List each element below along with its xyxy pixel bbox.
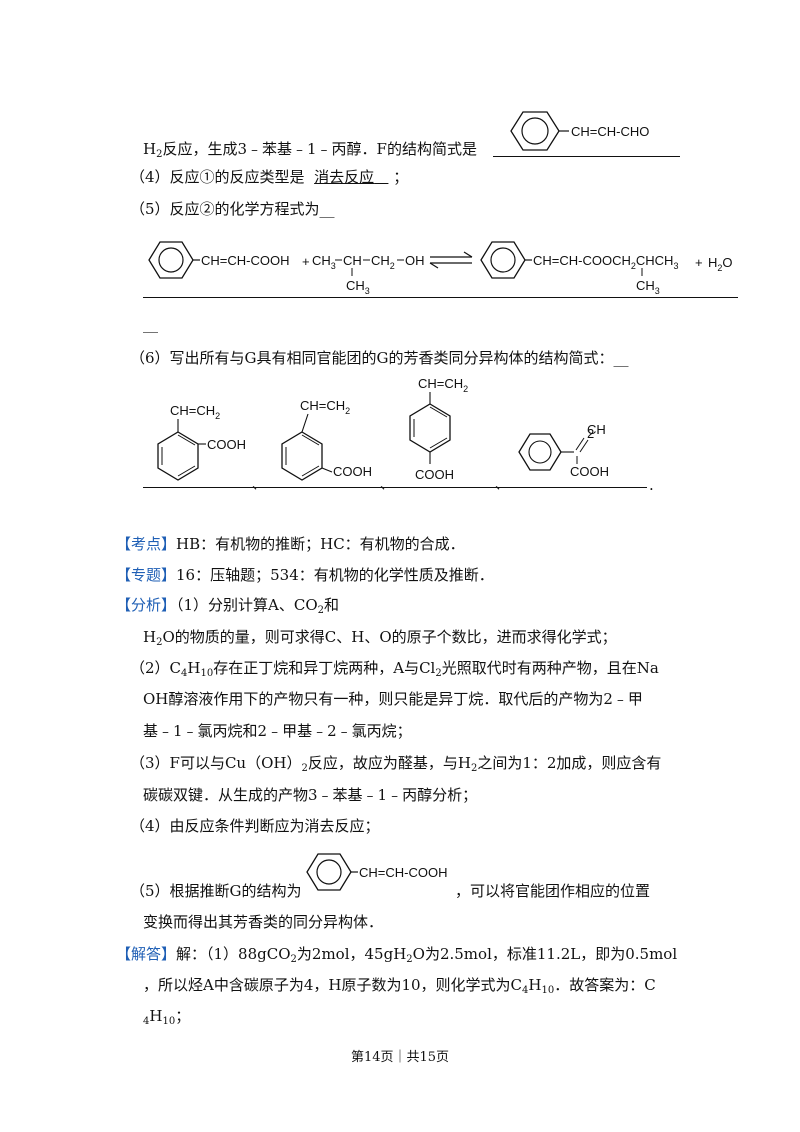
svg-text:COOH: COOH <box>333 464 372 479</box>
q5-label: （5）反应②的化学方程式为__ <box>130 200 335 218</box>
svg-text:COOH: COOH <box>207 437 246 452</box>
fenxi-l2: H2O的物质的量，则可求得C、H、O的原子个数比，进而求得化学式； <box>143 628 617 648</box>
svg-text:CH3: CH3 <box>346 278 370 296</box>
svg-text:CH3: CH3 <box>636 278 660 296</box>
isomer-end: . <box>649 476 654 494</box>
svg-text:COOH: COOH <box>570 464 609 479</box>
q4-answer: 消去反应 <box>314 168 375 186</box>
ester-product: CH=CH-COOCH <box>533 253 631 268</box>
svg-text:CH3: CH3 <box>312 253 336 271</box>
svg-text:CH=CH2: CH=CH2 <box>300 398 350 416</box>
isomer-para: CH=CH2 COOH 、 <box>409 376 508 492</box>
isomer-structures: CH=CH2 COOH 、 CH=CH2 COOH 、 CH=CH2 COOH … <box>157 376 609 492</box>
equation-answer-line <box>143 297 738 298</box>
q3-tail: H2反应，生成3﹣苯基﹣1﹣丙醇．F的结构简式是 <box>143 140 477 160</box>
f-structure: CH=CH-CHO <box>510 111 649 151</box>
fenxi-l4: OH醇溶液作用下的产物只有一种，则只能是异丁烷．取代后的产物为2﹣甲 <box>143 690 643 708</box>
reversible-arrow-icon <box>429 251 473 269</box>
g-structure: CH=CH-COOH <box>306 853 447 891</box>
plus-sign: + <box>302 254 310 269</box>
isomer-ortho: CH=CH2 COOH 、 <box>157 403 265 492</box>
svg-text:CH=CH2: CH=CH2 <box>170 403 220 421</box>
jieda-l1: 【解答】解：（1）88gCO2为2mol，45gH2O为2.5mol，标准11.… <box>116 945 678 965</box>
svg-text:、: 、 <box>495 477 508 492</box>
q4: （4）反应①的反应类型是 消去反应 ； <box>130 168 409 186</box>
jieda-l3: 4H10； <box>143 1007 191 1027</box>
svg-text:H2O: H2O <box>708 255 733 273</box>
jieda-l2: ，所以烃A中含碳原子为4，H原子数为10，则化学式为C4H10．故答案为：C <box>143 976 656 996</box>
svg-text:OH: OH <box>405 253 425 268</box>
f-answer-line <box>493 156 680 157</box>
water: H <box>708 255 717 270</box>
f-structure-label: CH=CH-CHO <box>571 124 649 139</box>
reactant-acid: CH=CH-COOH <box>201 253 289 268</box>
kaodian-tag: 【考点】 <box>116 535 177 553</box>
fenxi-l3: （2）C4H10存在正丁烷和异丁烷两种，A与Cl2光照取代时有两种产物，且在Na <box>130 659 659 679</box>
fenxi-tag: 【分析】 <box>116 596 177 614</box>
fenxi-l1: 【分析】（1）分别计算A、CO2和 <box>116 596 340 616</box>
g-structure-label: CH=CH-COOH <box>359 865 447 880</box>
fenxi-l7: 碳碳双键．从生成的产物3﹣苯基﹣1﹣丙醇分析； <box>143 786 478 804</box>
fenxi-l9a: （5）根据推断G的结构为 <box>130 882 302 900</box>
zhuanti: 【专题】16：压轴题；534：有机物的化学性质及推断． <box>116 566 494 584</box>
fenxi-l10: 变换而得出其芳香类的同分异构体． <box>143 913 384 931</box>
svg-text:CH=CH2: CH=CH2 <box>418 376 468 394</box>
svg-text:CH: CH <box>343 253 362 268</box>
isomer-meta: CH=CH2 COOH 、 <box>281 398 393 492</box>
jieda-tag: 【解答】 <box>116 945 177 963</box>
svg-text:CH: CH <box>587 422 606 437</box>
svg-text:+: + <box>695 255 703 270</box>
page-footer: 第14页｜共15页 <box>350 1050 450 1065</box>
zhuanti-tag: 【专题】 <box>116 566 177 584</box>
equation-blank: __ <box>143 315 158 333</box>
isomer-answer-line <box>143 487 647 488</box>
fenxi-l5: 基﹣1﹣氯丙烷和2﹣甲基﹣2﹣氯丙烷； <box>143 722 412 740</box>
isomer-branched: 2 CH COOH <box>518 422 609 479</box>
kaodian: 【考点】HB：有机物的推断；HC：有机物的合成． <box>116 535 465 553</box>
svg-text:2: 2 <box>587 426 594 441</box>
svg-text:COOH: COOH <box>415 467 454 482</box>
esterification-equation: CH=CH-COOH + CH3 CH CH3 CH2 OH CH=CH-COO… <box>148 241 733 296</box>
fenxi-l9b: ，可以将官能团作相应的位置 <box>455 882 651 900</box>
svg-text:CH2: CH2 <box>371 253 395 271</box>
svg-text:CH=CH-COOCH2CHCH3: CH=CH-COOCH2CHCH3 <box>533 253 678 271</box>
fenxi-l8: （4）由反应条件判断应为消去反应； <box>130 817 380 835</box>
fenxi-l6: （3）F可以与Cu（OH）2反应，故应为醛基，与H2之间为1：2加成，则应含有 <box>130 754 662 774</box>
svg-text:、: 、 <box>380 477 393 492</box>
q6-label: （6）写出所有与G具有相同官能团的G的芳香类同分异构体的结构简式：__ <box>130 349 629 367</box>
svg-text:、: 、 <box>252 477 265 492</box>
